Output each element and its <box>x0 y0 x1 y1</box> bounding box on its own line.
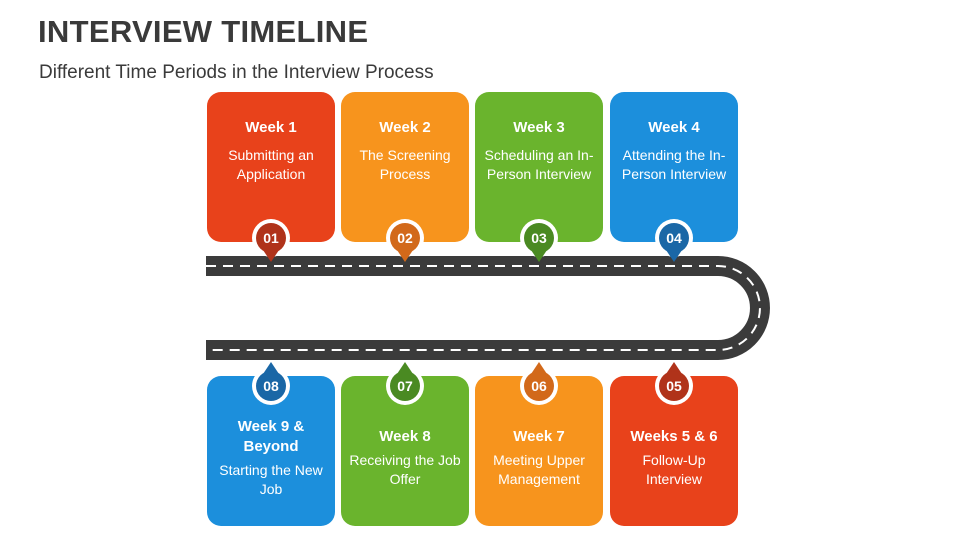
step-pin-1: 01 <box>251 218 291 262</box>
step-description: The Screening Process <box>359 147 451 182</box>
step-pin-8: 08 <box>251 358 291 405</box>
step-number: 03 <box>531 230 547 246</box>
step-description: Follow-Up Interview <box>642 452 706 487</box>
step-week: Week 1 <box>245 119 297 136</box>
step-number: 05 <box>666 378 682 394</box>
step-description: Receiving the Job Offer <box>349 452 461 487</box>
step-week: Week 4 <box>648 119 700 136</box>
step-number: 01 <box>263 230 279 246</box>
step-pin-2: 02 <box>385 218 425 262</box>
step-description: Starting the New Job <box>219 462 323 497</box>
step-card-3: Week 3 Scheduling an In-Person Interview <box>475 92 603 242</box>
step-pin-7: 07 <box>385 358 425 405</box>
step-week: Weeks 5 & 6 <box>630 428 718 445</box>
step-number: 06 <box>531 378 547 394</box>
step-week: Week 7 <box>513 428 565 445</box>
step-number: 08 <box>263 378 279 394</box>
step-pin-4: 04 <box>654 218 694 262</box>
step-number: 02 <box>397 230 413 246</box>
step-card-2: Week 2 The Screening Process <box>341 92 469 242</box>
step-week: Week 8 <box>379 428 431 445</box>
step-number: 07 <box>397 378 413 394</box>
step-week: Week 3 <box>513 119 565 136</box>
step-description: Meeting Upper Management <box>493 452 585 487</box>
page-title: INTERVIEW TIMELINE <box>38 14 369 49</box>
step-card-4: Week 4 Attending the In-Person Interview <box>610 92 738 242</box>
step-card-1: Week 1 Submitting an Application <box>207 92 335 242</box>
page-subtitle: Different Time Periods in the Interview … <box>39 62 434 83</box>
step-pin-6: 06 <box>519 358 559 405</box>
step-description: Scheduling an In-Person Interview <box>484 147 594 182</box>
step-pin-5: 05 <box>654 358 694 405</box>
step-number: 04 <box>666 230 682 246</box>
step-description: Submitting an Application <box>228 147 314 182</box>
step-description: Attending the In-Person Interview <box>621 147 727 182</box>
step-week: Week 9 & Beyond <box>237 418 305 455</box>
step-pin-3: 03 <box>519 218 559 262</box>
step-week: Week 2 <box>379 119 431 136</box>
